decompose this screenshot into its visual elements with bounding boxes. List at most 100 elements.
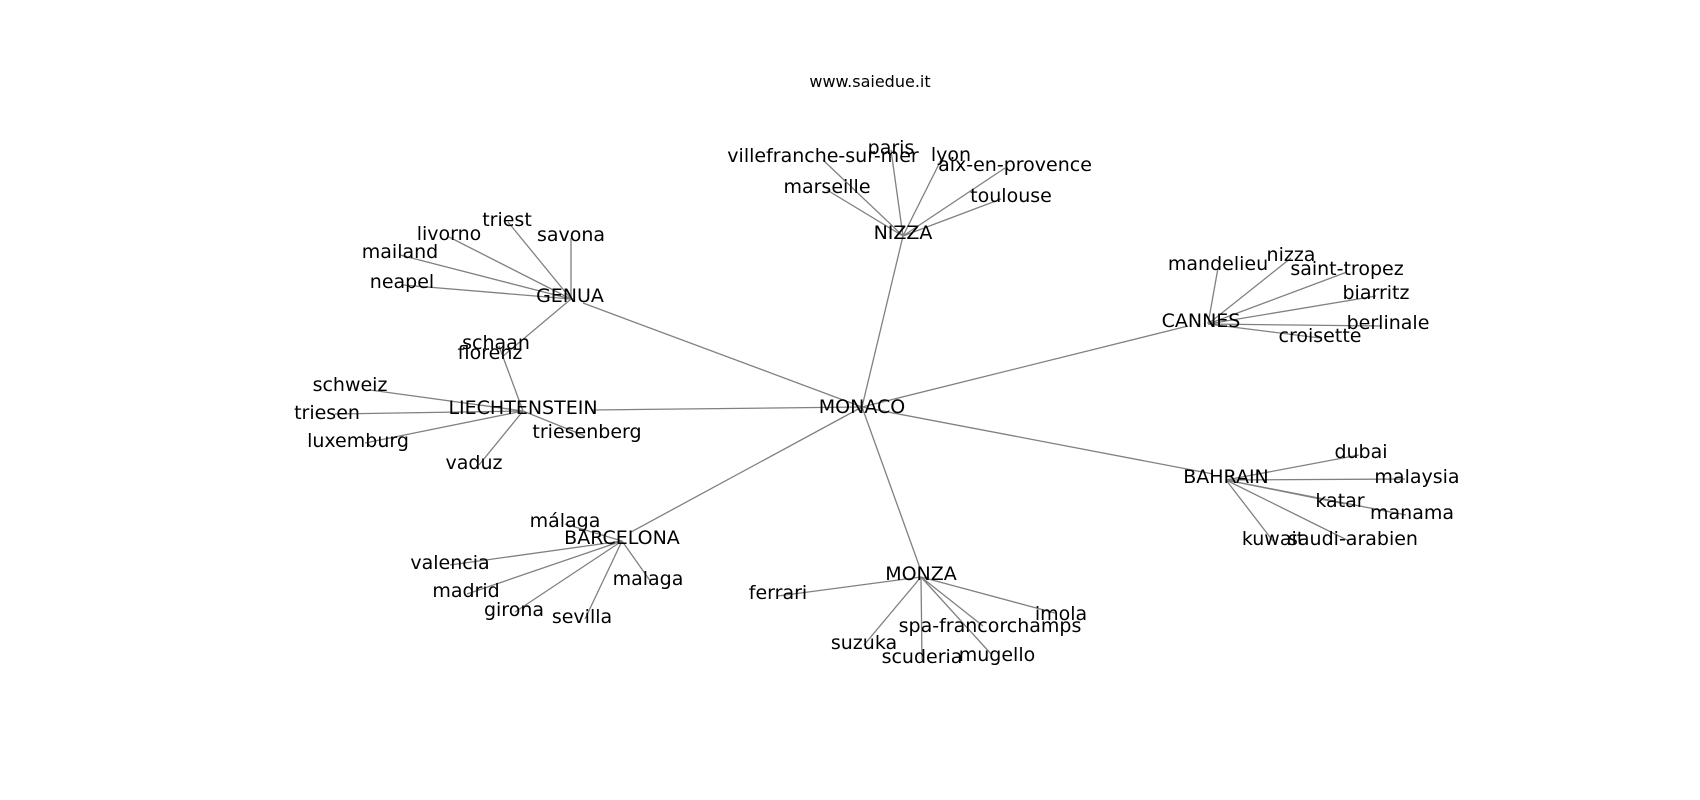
node-barcelona-madrid: madrid [432,580,499,602]
edge-nizza-lyon [902,159,942,237]
edge-monza-spa-francorchamps [920,576,984,627]
edge-monaco-liechtenstein [592,406,863,411]
edge-barcelona-sevilla [584,540,623,620]
edge-monaco-nizza [861,235,904,408]
edge-genua-neapel [402,284,572,300]
edge-liechtenstein-triesenberg [522,410,586,437]
edge-nizza-toulouse [902,198,1002,237]
node-liechtenstein: LIECHTENSTEIN [448,397,597,419]
edge-nizza-paris [890,149,904,237]
node-barcelona-malaga: malaga [613,568,684,590]
edge-bahrain-saudi-arabien [1225,479,1350,542]
node-bahrain-malaysia: malaysia [1374,466,1459,488]
node-monaco: MONACO [819,396,905,418]
node-genua-livorno: livorno [417,223,482,245]
node-nizza-aix-en-provence: aix-en-provence [938,154,1092,176]
edge-liechtenstein-triesen [334,410,524,415]
edge-bahrain-kuwait [1225,479,1274,542]
node-cannes-mandelieu: mandelieu [1168,253,1268,275]
edge-cannes-croisette [1207,323,1321,339]
node-genua-florenz: florenz [458,342,523,364]
node-genua: GENUA [536,285,604,307]
node-bahrain-saudi-arabien: saudi-arabien [1288,528,1418,550]
edge-cannes-berlinale [1207,323,1383,327]
edge-liechtenstein-vaduz [478,410,524,466]
node-liechtenstein-vaduz: vaduz [446,452,503,474]
node-liechtenstein-schaan: schaan [462,332,530,354]
node-nizza-toulouse: toulouse [970,185,1052,207]
node-bahrain-katar: katar [1315,490,1364,512]
node-cannes-biarritz: biarritz [1343,282,1410,304]
node-bahrain: BAHRAIN [1183,466,1269,488]
edge-monaco-barcelona [630,406,863,533]
node-cannes: CANNES [1162,310,1241,332]
edge-nizza-marseille [826,189,904,237]
edge-cannes-nizza [1207,257,1292,325]
edge-bahrain-malaysia [1225,478,1406,481]
node-nizza-villefranche-sur-mer: villefranche-sur-mer [727,145,919,167]
edge-bahrain-dubai [1225,454,1360,481]
node-monza-suzuka: suzuka [831,632,897,654]
node-liechtenstein-schweiz: schweiz [313,374,388,396]
node-barcelona-sevilla: sevilla [552,606,612,628]
edge-monza-ferrari [777,576,922,597]
node-genua-savona: savona [537,224,605,246]
site-title: www.saiedue.it [809,72,931,91]
edge-bahrain-manama [1225,479,1407,516]
node-monza-ferrari: ferrari [749,582,807,604]
node-barcelona: BARCELONA [564,527,680,549]
edge-genua-mailand [399,254,572,300]
edge-cannes-mandelieu [1207,267,1219,325]
edge-genua-triest [507,221,572,300]
node-nizza-paris: paris [868,137,915,159]
edge-monaco-cannes [861,325,1189,408]
node-nizza-marseille: marseille [783,176,870,198]
edge-barcelona-valencia [449,540,623,566]
node-genua-mailand: mailand [362,241,438,263]
node-barcelona-girona: girona [484,599,544,621]
edge-barcelona-malaga [564,523,623,542]
edge-barcelona-girona [514,540,623,613]
node-liechtenstein-triesenberg: triesenberg [532,421,641,443]
node-barcelona-valencia: valencia [410,552,489,574]
node-nizza-lyon: lyon [931,144,971,166]
edge-genua-livorno [448,236,572,300]
edge-barcelona-madrid [466,540,623,595]
edge-nizza-aix-en-provence [902,167,1006,237]
edge-monaco-genua [582,302,863,408]
node-genua-neapel: neapel [370,271,434,293]
node-bahrain-manama: manama [1370,502,1454,524]
node-nizza: NIZZA [874,222,933,244]
edge-liechtenstein-schweiz [369,389,524,412]
edge-monza-imola [920,576,1056,614]
edge-monaco-monza [861,406,921,569]
node-monza-imola: imola [1035,603,1087,625]
edge-monza-mugello [920,576,993,656]
node-monza: MONZA [885,563,957,585]
edge-monaco-bahrain [861,406,1214,475]
node-monza-mugello: mugello [959,644,1035,666]
edge-liechtenstein-luxemburg [364,410,524,444]
edge-barcelona-malaga [621,540,652,583]
node-monza-scuderia: scuderia [882,646,963,668]
edge-cannes-saint-tropez [1207,271,1348,325]
node-bahrain-kuwait: kuwait [1242,528,1304,550]
node-cannes-berlinale: berlinale [1347,312,1430,334]
node-liechtenstein-luxemburg: luxemburg [307,430,409,452]
edge-liechtenstein-schaan [498,345,524,412]
node-genua-triest: triest [482,209,532,231]
edge-layer [334,149,1407,661]
node-monza-spa-francorchamps: spa-francorchamps [899,615,1082,637]
node-barcelona-malaga: málaga [530,510,601,532]
edge-monza-scuderia [920,576,923,661]
node-bahrain-dubai: dubai [1334,441,1387,463]
node-cannes-nizza: nizza [1267,244,1316,266]
node-cannes-croisette: croisette [1279,325,1362,347]
edge-genua-florenz [501,298,572,358]
edge-nizza-villefranche-sur-mer [822,159,904,237]
node-cannes-saint-tropez: saint-tropez [1290,258,1403,280]
edge-cannes-biarritz [1207,295,1377,325]
edge-monza-suzuka [863,576,922,646]
